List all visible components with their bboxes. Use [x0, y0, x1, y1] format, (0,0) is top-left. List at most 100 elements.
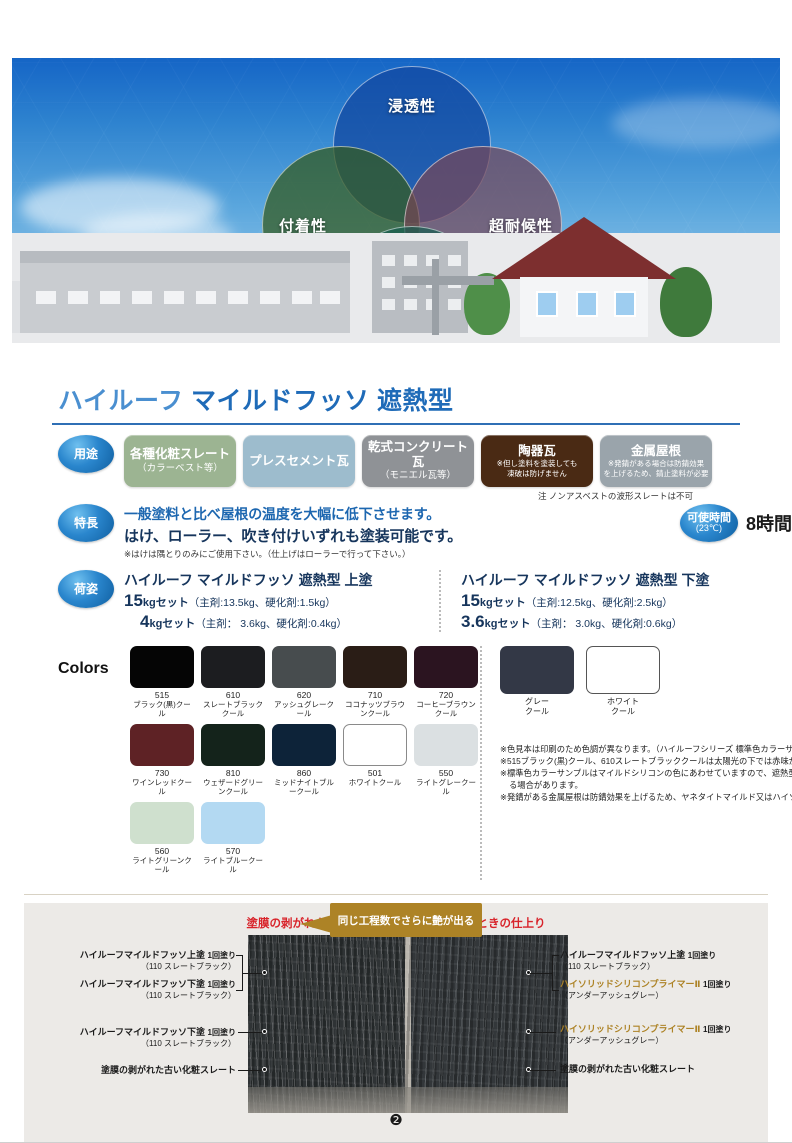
house-illustration	[492, 217, 676, 337]
section-divider	[24, 894, 768, 895]
usage-box[interactable]: 乾式コンクリート瓦 （モニエル瓦等）	[362, 435, 474, 487]
annotation-title-text: ハイソリッドシリコンプライマーⅡ	[560, 979, 701, 989]
packaging-unit: kgセット	[142, 597, 189, 609]
page-title: ハイルーフ マイルドフッソ 遮熱型	[58, 381, 792, 417]
packaging-columns: ハイルーフ マイルドフッソ 遮熱型 上塗 15kgセット（主剤:13.5kg、硬…	[124, 570, 768, 632]
packaging-amount: 4	[140, 612, 150, 631]
usage-pill: 用途	[58, 435, 114, 473]
color-chip	[130, 802, 194, 844]
annotation-title: ハイルーフマイルドフッソ下塗 1回塗り	[36, 1027, 236, 1039]
usage-box-main: 金属屋根	[630, 443, 681, 458]
annotation-title: ハイルーフマイルドフッソ上塗 1回塗り	[560, 950, 760, 962]
color-swatch[interactable]: 730 ワインレッドクール	[130, 724, 194, 796]
annotation-title-text: ハイルーフマイルドフッソ下塗	[79, 1027, 206, 1037]
color-swatch[interactable]: 610 スレートブラッククール	[201, 646, 265, 718]
photo-texture	[248, 935, 568, 1113]
color-name: ワインレッドクール	[132, 778, 192, 796]
color-swatch[interactable]: 860 ミッドナイトブルークール	[272, 724, 336, 796]
ground-strip	[12, 217, 780, 343]
annotation-coats: 1回塗り	[703, 1025, 732, 1034]
title-divider	[52, 423, 740, 425]
color-name: ブラック(黒)クール	[133, 700, 191, 718]
features-pill-label: 特長	[73, 515, 98, 530]
usage-box[interactable]: 金属屋根 ※発錆がある場合は防錆効果 を上げるため、錆止塗料が必要	[600, 435, 712, 487]
undercoat-swatch[interactable]: グレー クール	[500, 646, 574, 717]
color-swatch[interactable]: 570 ライトブルークール	[201, 802, 265, 874]
usage-box-main: 各種化粧スレート	[129, 447, 230, 462]
color-code: 710	[367, 690, 383, 700]
packaging-title: ハイルーフ マイルドフッソ 遮熱型 下塗	[461, 572, 710, 588]
annotation-sub: （アンダーアッシュグレー）	[560, 990, 664, 1000]
cloud-shape	[20, 178, 220, 236]
usage-box-main: 陶器瓦	[518, 443, 556, 458]
annotation-coats: 1回塗り	[687, 951, 717, 960]
color-swatch[interactable]: 501 ホワイトクール	[343, 724, 407, 796]
leader-line	[530, 1070, 556, 1071]
packaging-undercoat: ハイルーフ マイルドフッソ 遮熱型 下塗 15kgセット（主剤:12.5kg、硬…	[439, 570, 768, 632]
color-swatch[interactable]: 550 ライトグレークール	[414, 724, 478, 796]
asbestos-note: 注 ノンアスベストの波形スレートは不可	[538, 491, 693, 501]
pot-life-label: 可使時間	[686, 512, 731, 524]
color-swatch[interactable]: 560 ライトグリーンクール	[130, 802, 194, 874]
usage-box[interactable]: プレスセメント瓦	[243, 435, 355, 487]
color-code: 570	[225, 846, 241, 856]
leader-line	[238, 1070, 266, 1071]
features-text: 一般塗料と比べ屋根の温度を大幅に低下させます。 はけ、ローラー、吹き付けいずれも…	[124, 504, 676, 560]
color-chip	[586, 646, 660, 694]
leader-dot	[526, 1067, 531, 1072]
annotation-sub: （110 スレートブラック）	[141, 990, 236, 1000]
color-chip	[414, 724, 478, 766]
usage-boxes: 各種化粧スレート （カラーベスト等） プレスセメント瓦 乾式コンクリート瓦 （モ…	[124, 435, 712, 487]
feature-line-2: はけ、ローラー、吹き付けいずれも塗装可能です。	[124, 528, 463, 545]
color-name: ライトブルークール	[203, 856, 263, 874]
color-code: 620	[296, 690, 312, 700]
color-chip	[272, 646, 336, 688]
colors-label: Colors	[58, 660, 109, 677]
utility-crossbar	[402, 276, 494, 285]
annotation-right-3: ハイソリッドシリコンプライマーⅡ 1回塗り （アンダーアッシュグレー）	[560, 1024, 760, 1046]
utility-pole	[432, 259, 439, 335]
undercoat-swatch[interactable]: ホワイト クール	[586, 646, 660, 717]
leader-line	[530, 973, 552, 974]
color-swatch[interactable]: 710 ココナッツブラウンクール	[343, 646, 407, 718]
color-note: ※発錆がある金属屋根は防錆効果を上げるため、ヤネタイトマイルド又はハイソリッドシ…	[500, 792, 792, 803]
usage-box[interactable]: 各種化粧スレート （カラーベスト等）	[124, 435, 236, 487]
color-name: コーヒーブラウンクール	[416, 700, 476, 718]
color-code: 501	[367, 768, 383, 778]
color-chip	[201, 802, 265, 844]
packaging-pill: 荷姿	[58, 570, 114, 608]
venn-label: 付着性	[278, 217, 327, 235]
annotation-left-1: ハイルーフマイルドフッソ上塗 1回塗り （110 スレートブラック）	[36, 950, 236, 972]
color-code: 810	[225, 768, 241, 778]
packaging-topcoat: ハイルーフ マイルドフッソ 遮熱型 上塗 15kgセット（主剤:13.5kg、硬…	[124, 570, 431, 632]
annotation-bracket-left	[236, 955, 243, 991]
color-chip	[343, 724, 407, 766]
undercoat-colors: グレー クール ホワイト クール ※色見本は印刷のため色調が異なります。（ハイル…	[480, 646, 792, 880]
color-swatch[interactable]: 810 ウェザードグリーンクール	[201, 724, 265, 796]
annotation-left-2: ハイルーフマイルドフッソ下塗 1回塗り （110 スレートブラック）	[36, 979, 236, 1001]
packaging-line: 3.6kgセット（主剤： 3.0kg、硬化剤:0.6kg）	[461, 612, 768, 632]
pot-life-pill: 可使時間 (23℃)	[679, 504, 738, 542]
color-code: 860	[296, 768, 312, 778]
color-swatch[interactable]: 515 ブラック(黒)クール	[130, 646, 194, 718]
annotation-sub: （110 スレートブラック）	[141, 961, 236, 971]
color-swatch[interactable]: 720 コーヒーブラウンクール	[414, 646, 478, 718]
color-name: アッシュグレークール	[274, 700, 334, 718]
annotation-sub: （110 スレートブラック）	[141, 1038, 236, 1048]
packaging-detail: （主剤:13.5kg、硬化剤:1.5kg）	[188, 597, 336, 609]
factory-building	[20, 251, 350, 333]
annotation-bracket-right	[552, 955, 559, 991]
usage-box[interactable]: 陶器瓦 ※但し塗料を塗装しても 凍破は防げません	[481, 435, 593, 487]
color-swatch[interactable]: 620 アッシュグレークール	[272, 646, 336, 718]
color-name: ウェザードグリーンクール	[203, 778, 263, 796]
annotation-title-text: ハイルーフマイルドフッソ下塗	[79, 979, 206, 989]
color-name: グレー クール	[525, 697, 549, 716]
color-name: ミッドナイトブルークール	[274, 778, 334, 796]
color-name: ココナッツブラウンクール	[345, 700, 405, 718]
comparison-panel: 塗膜の剥がれた古い化粧スレートに塗装したときの仕上り 同じ工程数でさらに艶が出る…	[24, 903, 768, 1143]
annotation-title: ハイソリッドシリコンプライマーⅡ 1回塗り	[560, 979, 760, 991]
packaging-pill-label: 荷姿	[73, 581, 98, 596]
color-code: 560	[154, 846, 170, 856]
packaging-detail: （主剤： 3.6kg、硬化剤:0.4kg）	[195, 618, 348, 630]
house-body	[520, 277, 648, 337]
